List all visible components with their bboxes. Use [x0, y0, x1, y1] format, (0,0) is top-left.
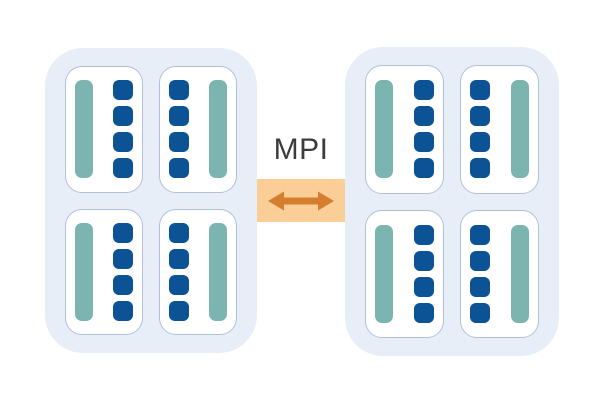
core-square [470, 106, 490, 127]
core-square [414, 250, 434, 271]
cpu-socket [365, 65, 444, 194]
core-square [470, 80, 490, 101]
core-square [414, 158, 434, 179]
core-square [113, 300, 133, 321]
compute-node-right [345, 47, 559, 356]
core-square [169, 158, 189, 179]
memory-bar [511, 224, 529, 323]
core-square [169, 222, 189, 243]
memory-bar [75, 80, 93, 179]
core-square [113, 248, 133, 269]
core-column [470, 224, 490, 323]
core-square [470, 158, 490, 179]
cpu-socket [65, 208, 143, 335]
memory-bar [209, 222, 227, 321]
cpu-socket [159, 208, 237, 335]
core-square [414, 302, 434, 323]
core-square [113, 106, 133, 127]
core-square [470, 302, 490, 323]
core-square [169, 106, 189, 127]
core-square [169, 300, 189, 321]
core-square [169, 132, 189, 153]
core-column [414, 80, 434, 179]
core-column [113, 80, 133, 179]
cpu-socket [159, 66, 237, 193]
core-square [414, 276, 434, 297]
cpu-socket [65, 66, 143, 193]
core-square [414, 80, 434, 101]
core-square [113, 222, 133, 243]
core-column [414, 224, 434, 323]
memory-bar [375, 80, 393, 179]
core-square [414, 224, 434, 245]
cpu-socket [460, 209, 539, 338]
core-square [169, 80, 189, 101]
core-column [470, 80, 490, 179]
core-square [414, 132, 434, 153]
core-column [169, 222, 189, 321]
mpi-link-box [257, 179, 345, 222]
core-square [169, 274, 189, 295]
double-arrow-icon [268, 191, 334, 210]
core-column [113, 222, 133, 321]
cpu-socket [460, 65, 539, 194]
core-square [169, 248, 189, 269]
core-square [113, 80, 133, 101]
memory-bar [209, 80, 227, 179]
cpu-socket [365, 209, 444, 338]
core-square [470, 250, 490, 271]
core-square [113, 158, 133, 179]
memory-bar [511, 80, 529, 179]
core-square [470, 276, 490, 297]
memory-bar [75, 222, 93, 321]
core-square [470, 132, 490, 153]
mpi-label: MPI [273, 133, 329, 166]
core-square [414, 106, 434, 127]
core-column [169, 80, 189, 179]
memory-bar [375, 224, 393, 323]
compute-node-left [45, 48, 257, 353]
core-square [113, 274, 133, 295]
core-square [113, 132, 133, 153]
core-square [470, 224, 490, 245]
